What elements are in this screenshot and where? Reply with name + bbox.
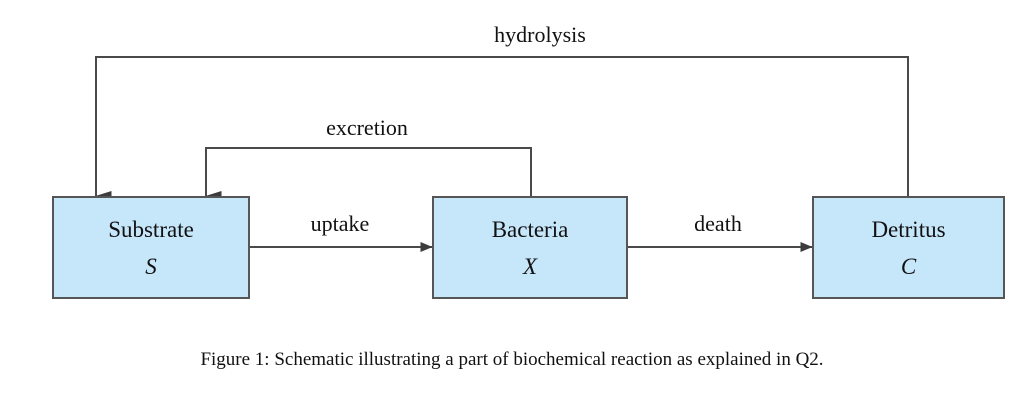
node-substrate[interactable]: Substrate S: [52, 196, 250, 299]
node-bacteria-symbol: X: [522, 253, 538, 279]
edge-hydrolysis-arrow: [95, 56, 909, 201]
node-detritus-symbol: C: [900, 253, 917, 279]
node-bacteria[interactable]: Bacteria X: [432, 196, 628, 299]
edge-label-uptake: uptake: [310, 211, 370, 236]
edge-label-hydrolysis: hydrolysis: [494, 22, 586, 47]
node-substrate-symbol: S: [145, 253, 157, 279]
figure-caption: Figure 1: Schematic illustrating a part …: [200, 349, 824, 370]
edge-excretion-arrow: [205, 147, 532, 201]
node-substrate-title: Substrate: [108, 216, 194, 242]
node-detritus-title: Detritus: [871, 216, 946, 242]
edge-label-excretion: excretion: [326, 115, 408, 140]
node-detritus[interactable]: Detritus C: [812, 196, 1005, 299]
edge-label-death: death: [694, 211, 742, 236]
node-bacteria-title: Bacteria: [491, 216, 569, 242]
